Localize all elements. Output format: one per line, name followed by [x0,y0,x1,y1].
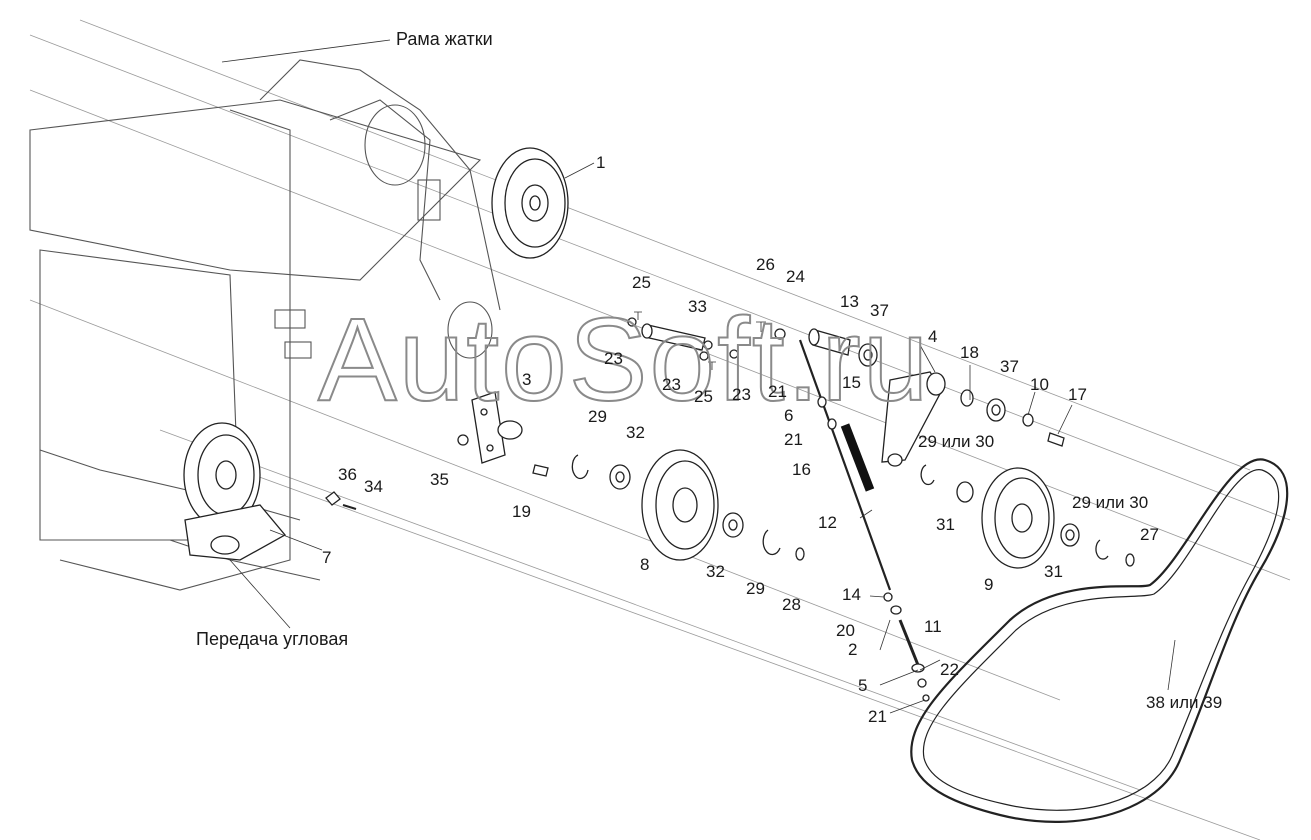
label-34: 34 [364,477,383,496]
label-11: 11 [924,617,942,636]
label-13: 13 [840,292,859,311]
label-29-or-30-left: 29 или 30 [918,432,994,451]
label-37-top: 37 [870,301,889,320]
label-10: 10 [1030,375,1049,394]
label-8: 8 [640,555,649,574]
label-12: 12 [818,513,837,532]
label-4: 4 [928,327,937,346]
pulley-8 [641,449,719,561]
label-23-left: 23 [604,349,623,368]
label-37-right: 37 [1000,357,1019,376]
label-21-top: 21 [768,382,787,401]
label-19: 19 [512,502,531,521]
label-29-bottom: 29 [746,579,765,598]
label-28: 28 [782,595,801,614]
label-14: 14 [842,585,861,604]
label-24: 24 [786,267,805,286]
label-5: 5 [858,676,867,695]
fasteners-upper [627,311,786,370]
caption-angle-drive: Передача угловая [196,629,348,649]
pulley-lower-left [183,422,261,528]
part-labels: 1 2 3 4 5 6 7 8 9 10 11 12 13 14 15 16 1… [322,153,1222,726]
label-16: 16 [792,460,811,479]
label-23-mid: 23 [662,375,681,394]
v-belt-38-39 [910,458,1289,823]
label-15: 15 [842,373,861,392]
label-7: 7 [322,548,331,567]
label-1: 1 [596,153,605,172]
label-36: 36 [338,465,357,484]
spring-rod-assembly [798,339,892,591]
lower-rod-parts [883,592,930,702]
label-29-left: 29 [588,407,607,426]
label-9: 9 [984,575,993,594]
label-22: 22 [940,660,959,679]
label-31-right: 31 [1044,562,1063,581]
label-21-bottom: 21 [868,707,887,726]
label-31-left: 31 [936,515,955,534]
label-25-top: 25 [632,273,651,292]
label-32-bottom: 32 [706,562,725,581]
label-32-top: 32 [626,423,645,442]
watermark: AutoSoft.ru [318,294,930,426]
label-6: 6 [784,406,793,425]
label-25-mid: 25 [694,387,713,406]
spacer-washer-bolt [960,389,1065,447]
angle-drive-7 [184,504,287,561]
tensioner-arm-4 [881,371,946,467]
label-33: 33 [688,297,707,316]
label-21-mid: 21 [784,430,803,449]
bushing-13 [808,328,851,356]
label-17: 17 [1068,385,1087,404]
bearings-rings [325,434,1135,567]
pulley-9 [981,467,1055,569]
caption-frame: Рама жатки [396,29,493,49]
leader-lines [221,39,1176,714]
pulley-1 [491,147,569,259]
label-20: 20 [836,621,855,640]
label-26: 26 [756,255,775,274]
shaft-33 [641,323,706,351]
label-35: 35 [430,470,449,489]
label-23-right: 23 [732,385,751,404]
bearings-37 [858,343,1006,422]
label-38-or-39: 38 или 39 [1146,693,1222,712]
label-2: 2 [848,640,857,659]
bracket-plate-3 [471,391,523,464]
label-29-or-30-right: 29 или 30 [1072,493,1148,512]
label-3: 3 [522,370,531,389]
label-18: 18 [960,343,979,362]
label-27: 27 [1140,525,1159,544]
